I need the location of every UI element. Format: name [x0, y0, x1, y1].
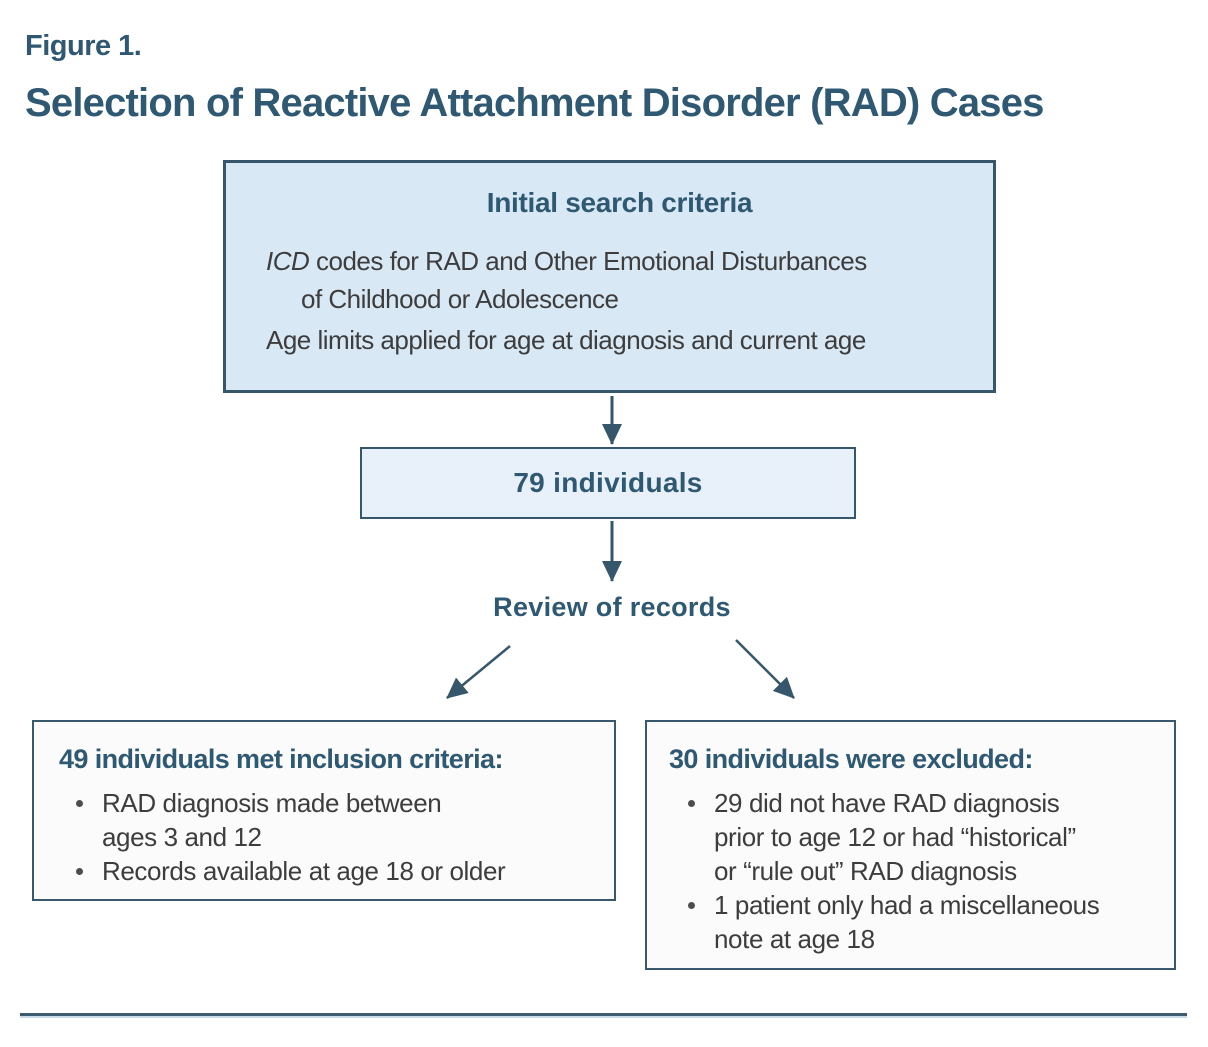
bottom-divider-rule	[20, 1013, 1187, 1018]
arrow-review-to-included-icon	[446, 645, 511, 699]
included-box-heading: 49 individuals met inclusion criteria:	[59, 744, 503, 774]
included-bullet-2: Records available at age 18 or older	[59, 854, 602, 888]
initial-box-heading: Initial search criteria	[486, 187, 753, 218]
review-of-records-label: Review of records	[493, 592, 731, 622]
excluded-bullet-1: 29 did not have RAD diagnosis prior to a…	[669, 786, 1164, 888]
excluded-criteria-box: 30 individuals were excluded: 29 did not…	[645, 720, 1176, 970]
initial-box-item-age-limits: Age limits applied for age at diagnosis …	[266, 324, 866, 355]
excluded-bullet-list: 29 did not have RAD diagnosis prior to a…	[669, 786, 1164, 956]
count-box-label: 79 individuals	[513, 467, 703, 498]
page-title: Selection of Reactive Attachment Disorde…	[25, 81, 1044, 125]
figure-label: Figure 1.	[25, 30, 142, 62]
initial-search-criteria-box: Initial search criteria ICD codes for RA…	[223, 160, 996, 393]
icd-codes-text: codes for RAD and Other Emotional Distur…	[301, 246, 867, 314]
initial-box-item-icd-codes: ICD codes for RAD and Other Emotional Di…	[266, 243, 973, 319]
included-criteria-box: 49 individuals met inclusion criteria: R…	[32, 720, 616, 901]
included-bullet-list: RAD diagnosis made between ages 3 and 12…	[59, 786, 602, 888]
included-bullet-1: RAD diagnosis made between ages 3 and 12	[59, 786, 602, 854]
excluded-bullet-2: 1 patient only had a miscellaneous note …	[669, 888, 1164, 956]
icd-italic-text: ICD	[266, 246, 310, 276]
arrow-review-to-excluded-icon	[735, 639, 795, 699]
excluded-box-heading: 30 individuals were excluded:	[669, 744, 1033, 774]
count-box-79-individuals: 79 individuals	[360, 447, 856, 519]
